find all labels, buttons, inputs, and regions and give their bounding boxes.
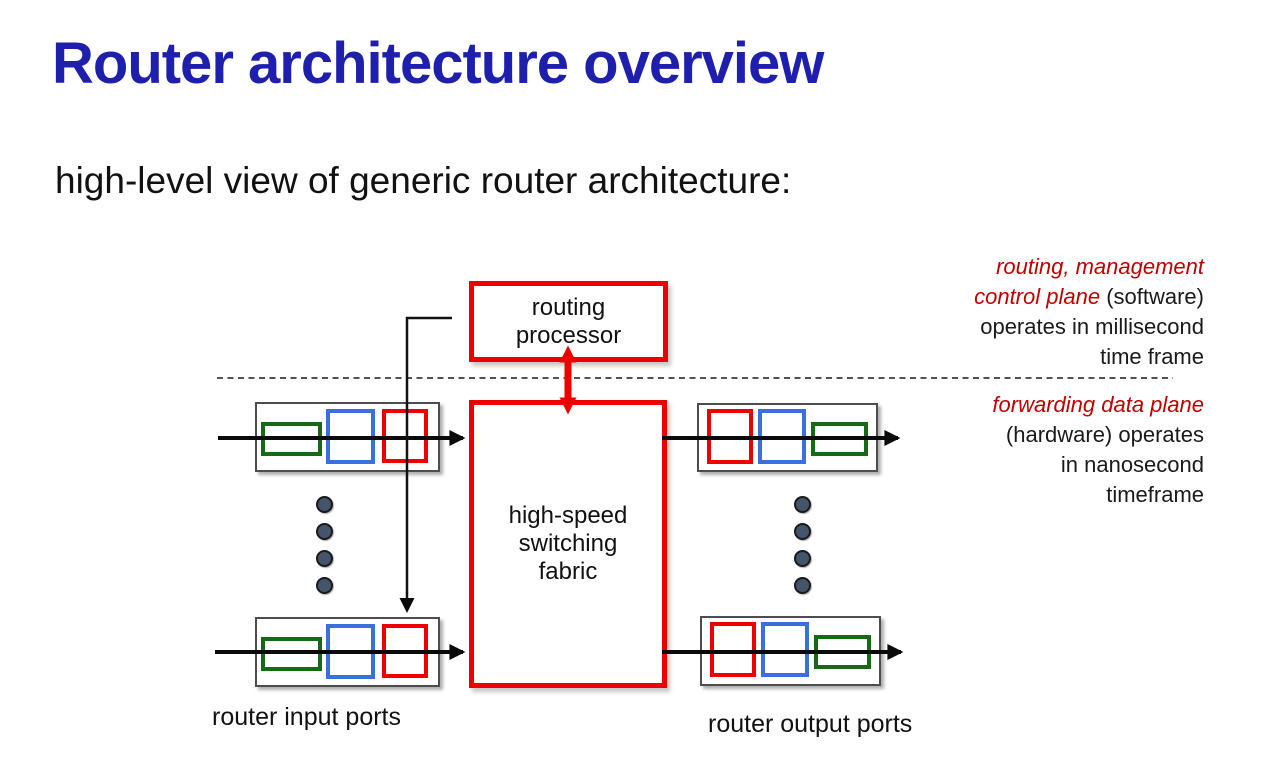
- packet-red: [382, 624, 428, 678]
- packet-green: [814, 635, 871, 669]
- packet-red: [710, 622, 756, 677]
- input-port-top: [255, 402, 440, 472]
- data-plane-note-line4: timeframe: [1106, 482, 1204, 507]
- ellipsis-dot: [794, 550, 811, 567]
- ellipsis-dot: [794, 523, 811, 540]
- packet-red: [382, 409, 428, 463]
- output-port-bottom: [700, 616, 881, 686]
- ellipsis-dot: [316, 496, 333, 513]
- input-ports-label: router input ports: [212, 703, 401, 731]
- packet-blue: [326, 624, 375, 679]
- data-plane-emphasis: forwarding data plane: [992, 392, 1204, 417]
- input-port-bottom: [255, 617, 440, 687]
- ellipsis-dot: [794, 577, 811, 594]
- packet-blue: [326, 409, 375, 464]
- output-ports-label: router output ports: [708, 710, 913, 738]
- control-plane-note-line3: operates in millisecond: [980, 314, 1204, 339]
- routing-processor-box: routing processor: [469, 281, 668, 362]
- control-plane-note-line2-rest: (software): [1100, 284, 1204, 309]
- data-plane-note-line2: (hardware) operates: [1005, 422, 1204, 447]
- data-plane-note: forwarding data plane (hardware) operate…: [784, 390, 1204, 510]
- packet-green: [261, 422, 322, 456]
- packet-red: [707, 409, 753, 464]
- control-plane-note: routing, management control plane (softw…: [784, 252, 1204, 372]
- page-title: Router architecture overview: [52, 31, 824, 96]
- subtitle: high-level view of generic router archit…: [55, 160, 792, 201]
- ellipsis-dot: [316, 523, 333, 540]
- packet-blue: [761, 622, 809, 677]
- control-plane-note-line1: routing, management: [996, 254, 1204, 279]
- ellipsis-dot: [316, 550, 333, 567]
- ellipsis-dot: [794, 496, 811, 513]
- switching-fabric-box: high-speed switching fabric: [469, 400, 667, 688]
- control-plane-note-line4: time frame: [1100, 344, 1204, 369]
- data-plane-note-line3: in nanosecond: [1060, 452, 1204, 477]
- packet-green: [261, 637, 322, 671]
- control-plane-emphasis: control plane: [974, 284, 1101, 309]
- routing-processor-label: routing processor: [515, 293, 622, 349]
- ellipsis-dot: [316, 577, 333, 594]
- switching-fabric-label: high-speed switching fabric: [508, 502, 628, 585]
